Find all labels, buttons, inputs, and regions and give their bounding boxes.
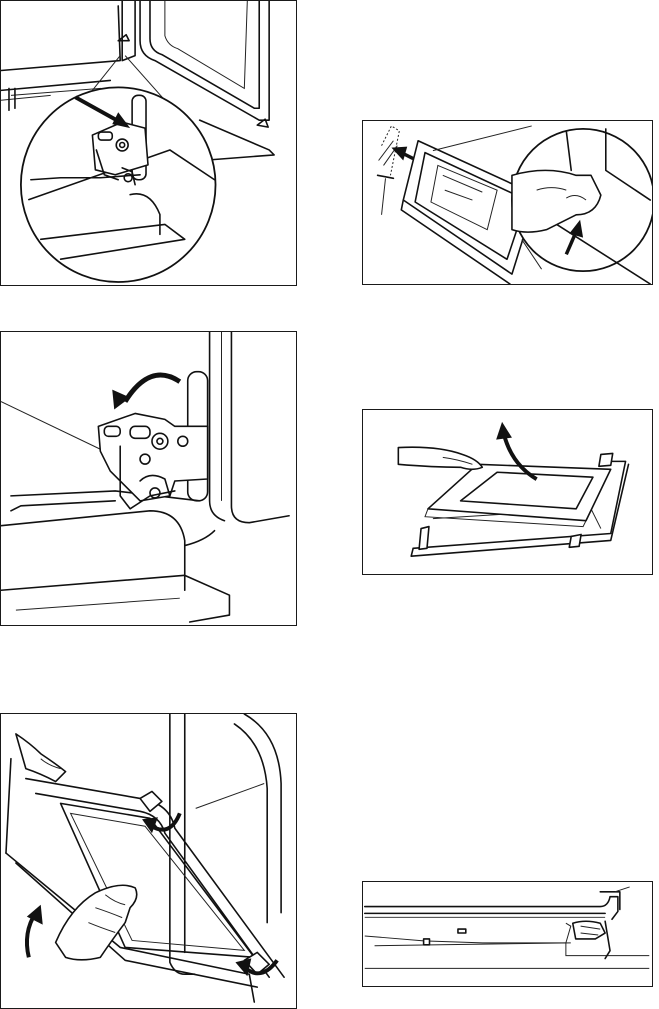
figure-door-profile-remove [362, 120, 653, 285]
figure-glass-panel-lift [362, 409, 653, 575]
hinge-rotate-illustration [1, 332, 296, 625]
glass-seat-illustration [363, 882, 652, 986]
figure-hinge-rotate [0, 331, 297, 626]
hinge-lock-illustration [1, 1, 296, 285]
slide-arrow [391, 147, 413, 161]
figure-hinge-lock-lever [0, 0, 297, 286]
glass-lift-illustration [363, 410, 652, 574]
figure-door-tilt-remove [0, 713, 297, 1009]
figure-glass-seat-detail [362, 881, 653, 987]
door-profile-illustration [363, 121, 652, 284]
door-tilt-illustration [1, 714, 296, 1008]
tilt-arrow [27, 905, 43, 958]
rotate-arrow [112, 375, 180, 409]
